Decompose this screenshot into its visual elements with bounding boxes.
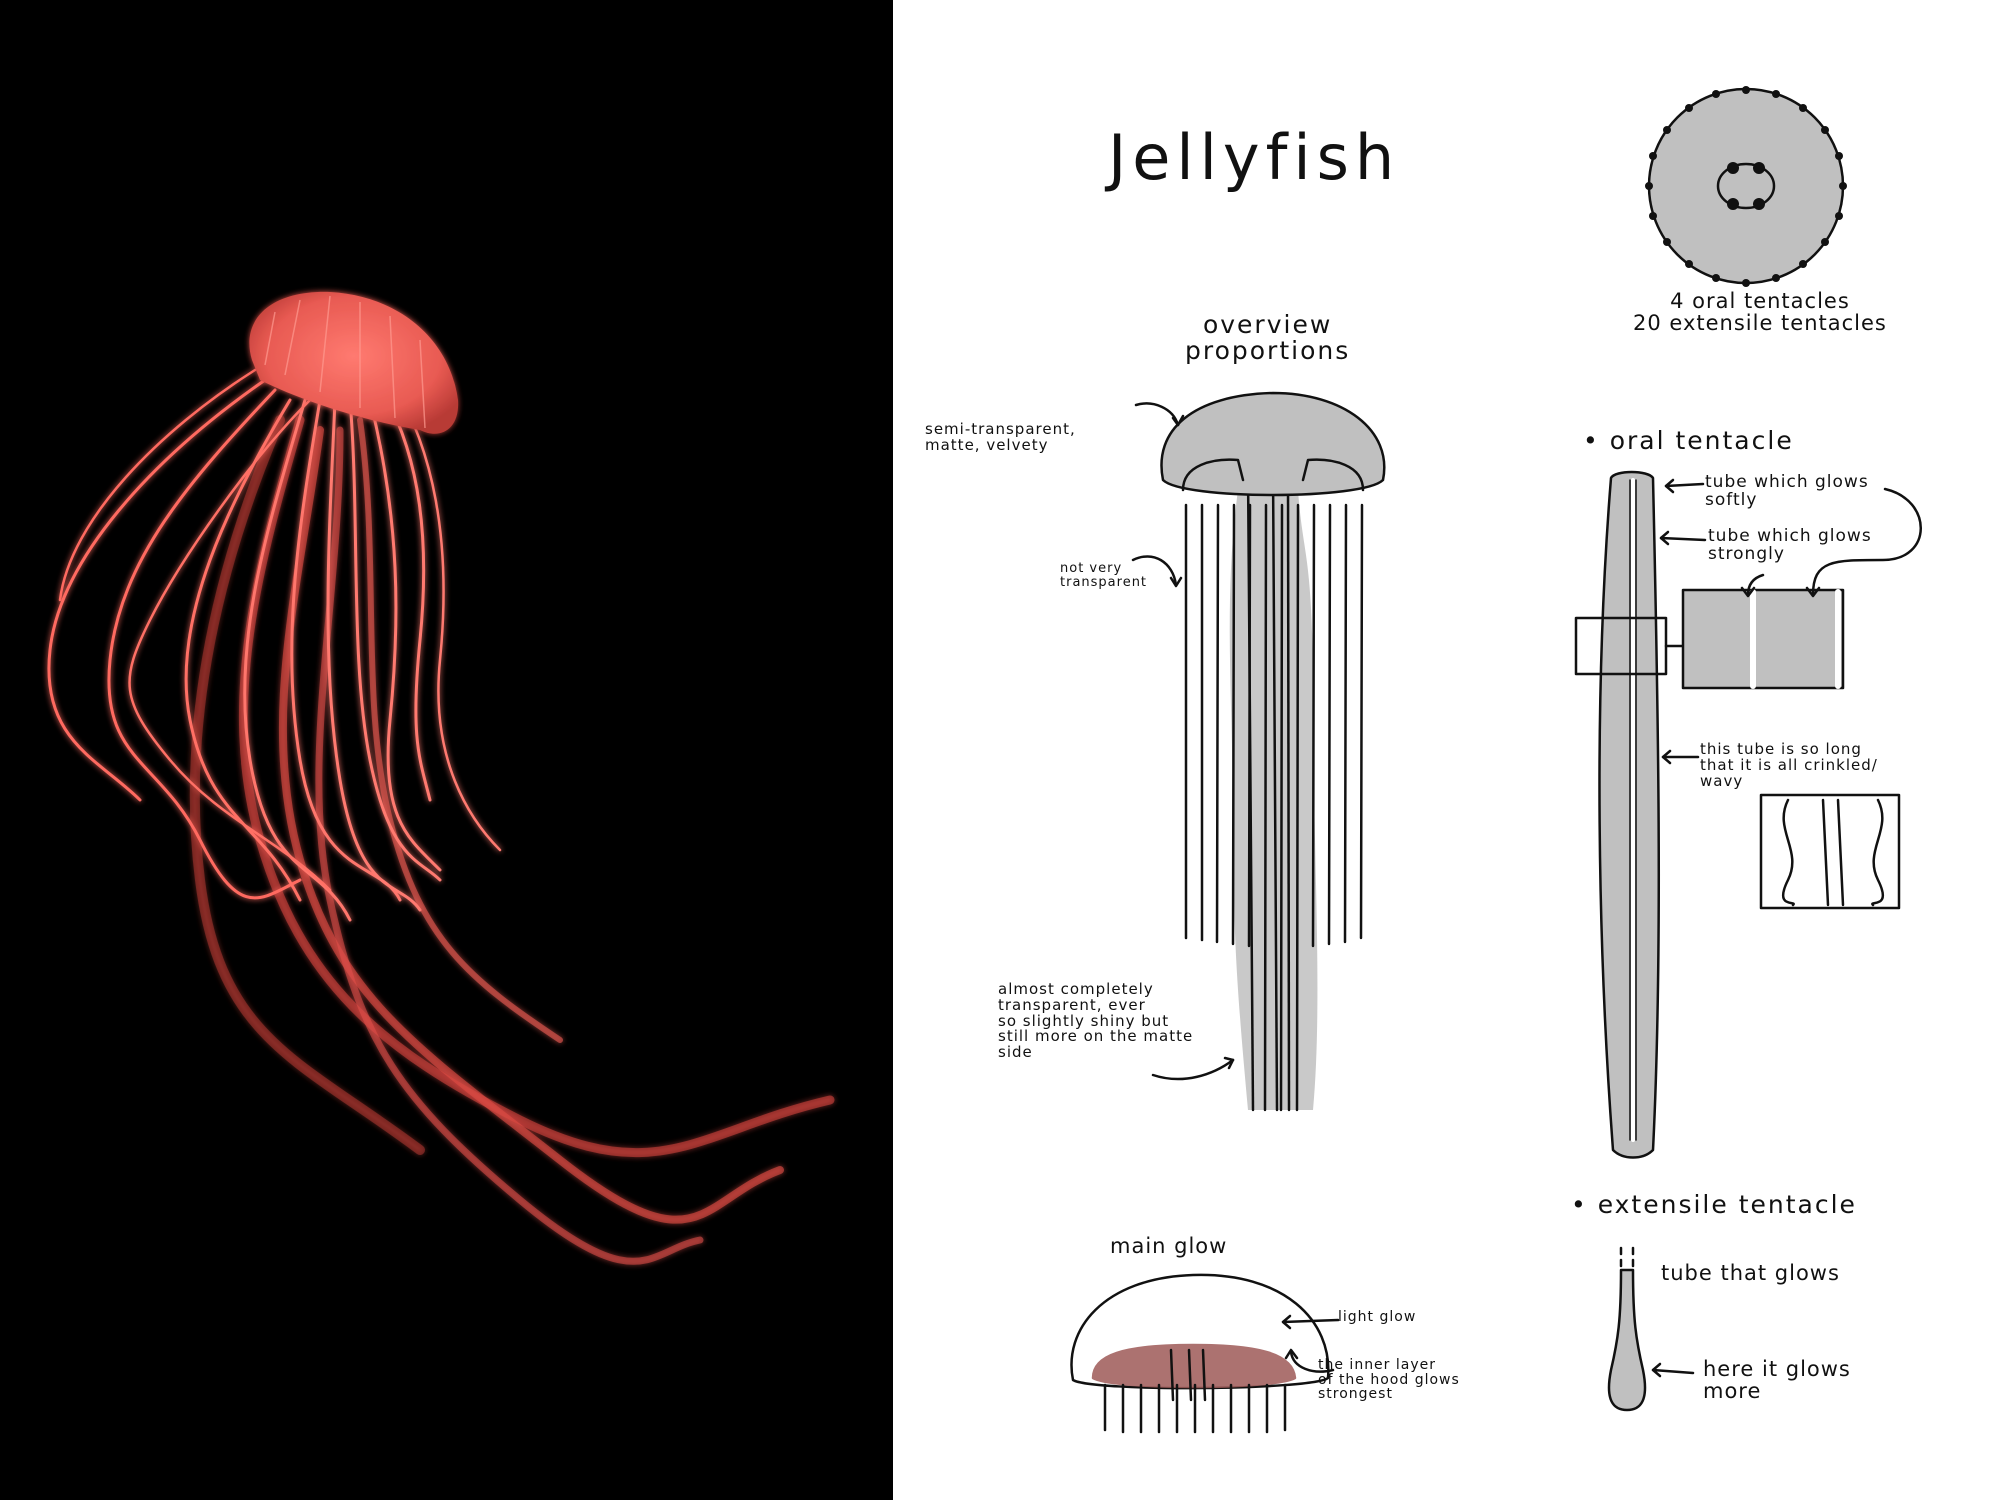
top-view-diagram [1647, 87, 1845, 285]
crinkled-tube-note: this tube is so long that it is all crin… [1700, 740, 1878, 790]
jellyfish-photo-drawing [47, 291, 835, 1265]
glowing-tube-note: tube that glows [1661, 1261, 1840, 1285]
oral-arm-note: almost completely transparent, ever so s… [998, 980, 1194, 1061]
extensile-tentacle-heading: • extensile tentacle [1571, 1190, 1857, 1219]
jellyfish-photo [0, 0, 893, 1500]
page-title: Jellyfish [1108, 121, 1401, 194]
sketch-sheet: Jellyfish 4 oral tentacles 20 extensile … [893, 0, 2000, 1500]
top-view-caption: 4 oral tentacles 20 extensile tentacles [1633, 289, 1887, 336]
bell-note: semi-transparent, matte, velvety [925, 420, 1076, 454]
main-glow-diagram [1070, 1273, 1330, 1434]
light-glow-note: light glow [1338, 1309, 1417, 1325]
overview-heading: overview proportions [1185, 310, 1351, 366]
soft-glow-note: tube which glows softly [1705, 472, 1869, 510]
overview-jellyfish [1160, 391, 1386, 1112]
tip-glow-note: here it glows more [1703, 1357, 1851, 1404]
oral-tentacle-heading: • oral tentacle [1583, 426, 1794, 455]
sketch-drawings [1070, 86, 1922, 1434]
top-view-dots [1645, 86, 1847, 287]
inner-glow-note: the inner layer of the hood glows strong… [1318, 1357, 1460, 1403]
extensile-tentacle-diagram [1607, 1246, 1647, 1412]
tentacle-note: not very transparent [1060, 561, 1148, 590]
strong-glow-note: tube which glows strongly [1708, 526, 1872, 564]
main-glow-heading: main glow [1110, 1234, 1228, 1258]
oral-tentacle-diagram [1574, 470, 1901, 1159]
